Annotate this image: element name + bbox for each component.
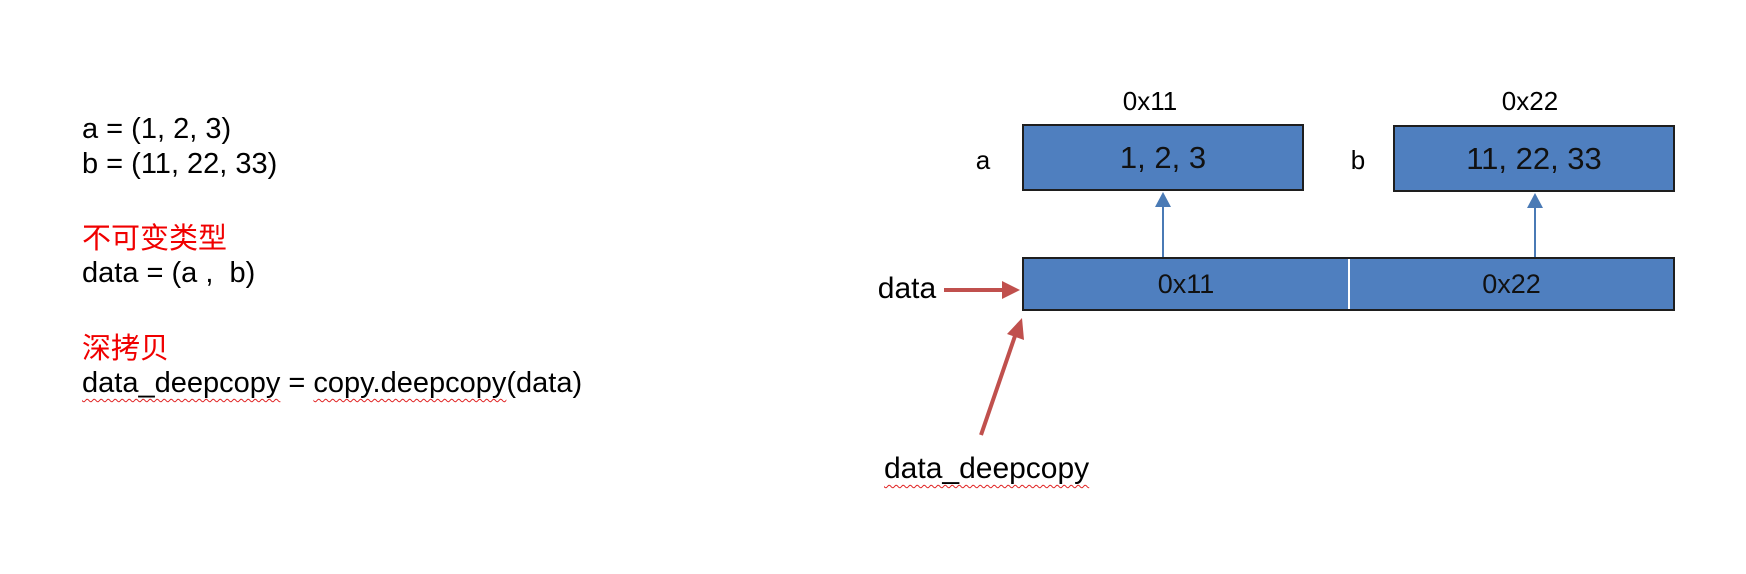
data-label: data [877,272,937,305]
ref-arrowhead-b [1527,193,1543,208]
code-line-a: a = (1, 2, 3) [82,113,232,145]
tuple-box-b: 11, 22, 33 [1393,125,1675,192]
var-label-a: a [975,145,991,175]
code-line-b: b = (11, 22, 33) [82,148,278,180]
deepcopy-label: data_deepcopy [884,452,1090,485]
deepcopy-pointer-arrowhead [1007,318,1024,340]
deepcopy-pointer-arrow [979,332,1018,436]
code-line-data: data = (a , b) [82,257,256,289]
code-line-deepcopy: data_deepcopy = copy.deepcopy(data) [82,366,582,400]
data-pointer-arrowhead [1002,281,1020,299]
heading-deepcopy: 深拷贝 [82,333,170,365]
assign-operator: = [280,367,314,399]
tuple-value-a: 1, 2, 3 [1119,139,1207,175]
tuple-box-a: 1, 2, 3 [1022,124,1304,191]
data-tuple-box: 0x11 0x22 [1022,257,1675,311]
deepcopy-argument: (data) [506,367,583,399]
data-cell-1: 0x22 [1482,268,1541,299]
ref-arrowhead-a [1155,192,1171,207]
deepcopy-variable: data_deepcopy [82,367,281,399]
var-label-b: b [1350,145,1366,175]
tuple-value-b: 11, 22, 33 [1466,140,1602,176]
deepcopy-function: copy.deepcopy [313,367,507,399]
data-cell-0: 0x11 [1024,259,1350,309]
heading-immutable-type: 不可变类型 [82,223,228,255]
address-label-b: 0x22 [1501,86,1559,116]
address-label-a: 0x11 [1122,86,1178,116]
